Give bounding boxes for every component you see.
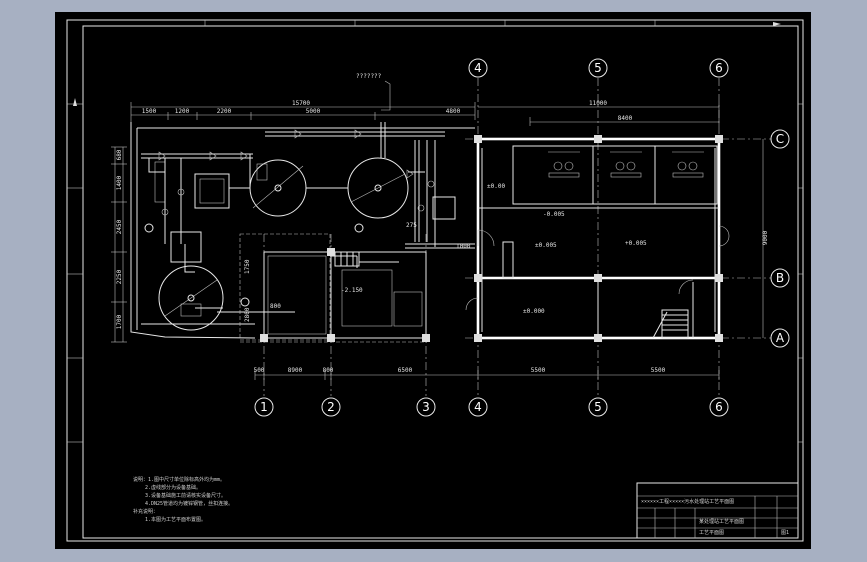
top-dimension-lines xyxy=(130,102,720,126)
grid-label-top-5: 5 xyxy=(594,61,602,75)
dim-left-5: 1700 xyxy=(116,314,123,329)
dim-right-total: 11000 xyxy=(589,100,607,107)
frame-markers xyxy=(73,22,781,106)
grid-bubbles-top: 4 5 6 xyxy=(468,58,729,78)
dim-bottom-3: 800 xyxy=(323,367,334,374)
tank-2 xyxy=(347,157,409,219)
note-extra-line: 1.本图为工艺平面布置图。 xyxy=(145,516,206,523)
tank-1 xyxy=(249,159,307,217)
dim-top-5: 4800 xyxy=(446,108,461,115)
grid-label-bottom-6: 6 xyxy=(715,400,723,414)
grid-label-right-b: B xyxy=(776,271,784,285)
equipment-room xyxy=(263,251,427,339)
door-swings xyxy=(465,225,730,311)
annotation-unknown: ??????? xyxy=(356,73,382,80)
grid-label-bottom-2: 2 xyxy=(327,400,335,414)
note-line-1: 说明：1.图中尺寸单位除标高外均为mm。 xyxy=(133,476,225,483)
title-row-2: 某处理站工艺平面图 xyxy=(699,518,744,525)
dim-misc-4: 275 xyxy=(406,222,417,229)
elevation-hall: ±0.005 xyxy=(535,242,557,249)
grid-label-bottom-4: 4 xyxy=(474,400,482,414)
dim-top-6: 8400 xyxy=(618,115,633,122)
note-line-3: 3.设备基础施工前请核实设备尺寸。 xyxy=(145,492,226,499)
dim-top-1: 1500 xyxy=(142,108,157,115)
grid-label-right-a: A xyxy=(776,331,785,345)
dim-bottom-2: 8900 xyxy=(288,367,303,374)
grid-bubbles-right: C B A xyxy=(770,129,790,348)
small-tanks xyxy=(144,223,364,307)
dim-misc-1: 1750 xyxy=(244,259,251,274)
room-equipment xyxy=(548,151,704,178)
grid-label-top-6: 6 xyxy=(715,61,723,75)
grid-label-bottom-5: 5 xyxy=(594,400,602,414)
title-row-1: ××××××工程×××××污水处理站工艺平面图 xyxy=(641,498,734,505)
dim-misc-5: 800 xyxy=(270,303,281,310)
dim-top-4: 5000 xyxy=(306,108,321,115)
dim-left-3: 2450 xyxy=(116,219,123,234)
dim-misc-2: 2800 xyxy=(244,307,251,322)
elevation-room-a: ±0.000 xyxy=(523,308,545,315)
pipe-network xyxy=(141,122,475,325)
grid-label-bottom-1: 1 xyxy=(260,400,268,414)
frame-ticks xyxy=(67,20,803,443)
drawing-canvas: 4 5 6 1 2 3 4 5 6 C B A 15700 11 xyxy=(66,19,804,542)
valves xyxy=(158,129,435,216)
dim-left-2: 1400 xyxy=(116,175,123,190)
site-outline xyxy=(130,122,475,339)
building-walls xyxy=(476,137,721,340)
room-columns xyxy=(260,248,430,342)
title-row-3: 工艺平面图 xyxy=(699,530,724,536)
elevation-room-c: ±0.00 xyxy=(487,183,505,190)
dim-bottom-4: 6500 xyxy=(398,367,413,374)
building-columns xyxy=(474,135,723,342)
elevation-corridor: -0.005 xyxy=(543,211,565,218)
outer-frame xyxy=(66,19,804,542)
dim-bottom-1: 500 xyxy=(254,367,265,374)
small-stair xyxy=(334,251,360,267)
note-line-2: 2.虚线部分为设备基础。 xyxy=(145,484,201,491)
leader-unknown xyxy=(381,80,391,111)
cad-viewport[interactable]: 4 5 6 1 2 3 4 5 6 C B A 15700 11 xyxy=(55,12,811,549)
staircase xyxy=(652,309,689,339)
dim-top-2: 1200 xyxy=(175,108,190,115)
grid-label-top-4: 4 xyxy=(474,61,482,75)
inner-frame xyxy=(82,25,799,539)
notes-block: 说明：1.图中尺寸单位除标高外均为mm。 2.虚线部分为设备基础。 3.设备基础… xyxy=(133,476,233,523)
tank-3 xyxy=(158,265,224,331)
title-block: ××××××工程×××××污水处理站工艺平面图 某处理站工艺平面图 工艺平面图 … xyxy=(636,482,799,539)
dim-bottom-5: 5500 xyxy=(531,367,546,374)
grid-bubbles-bottom: 1 2 3 4 5 6 xyxy=(254,397,729,417)
dim-left-4: 2250 xyxy=(116,269,123,284)
elevation-center: +0.005 xyxy=(625,240,647,247)
dim-bottom-6: 5500 xyxy=(651,367,666,374)
title-sheet: 图1 xyxy=(781,530,789,536)
square-tanks xyxy=(154,161,456,263)
note-line-4: 4.DN25管道均为镀锌钢管，丝扣连接。 xyxy=(145,500,233,507)
bottom-dimension-lines xyxy=(254,370,720,380)
grid-label-right-c: C xyxy=(776,132,784,146)
dim-side-right: 9000 xyxy=(762,230,769,245)
axis-lines xyxy=(263,78,771,396)
dim-top-total: 15700 xyxy=(292,100,310,107)
dim-top-3: 2200 xyxy=(217,108,232,115)
left-dimension-lines xyxy=(111,146,127,343)
grid-label-bottom-3: 3 xyxy=(422,400,430,414)
dim-left-1: 680 xyxy=(116,149,123,160)
elevation-sump: -2.150 xyxy=(341,287,363,294)
note-extra-title: 补充说明： xyxy=(133,508,158,515)
dim-misc-3: 1000 xyxy=(456,243,471,250)
